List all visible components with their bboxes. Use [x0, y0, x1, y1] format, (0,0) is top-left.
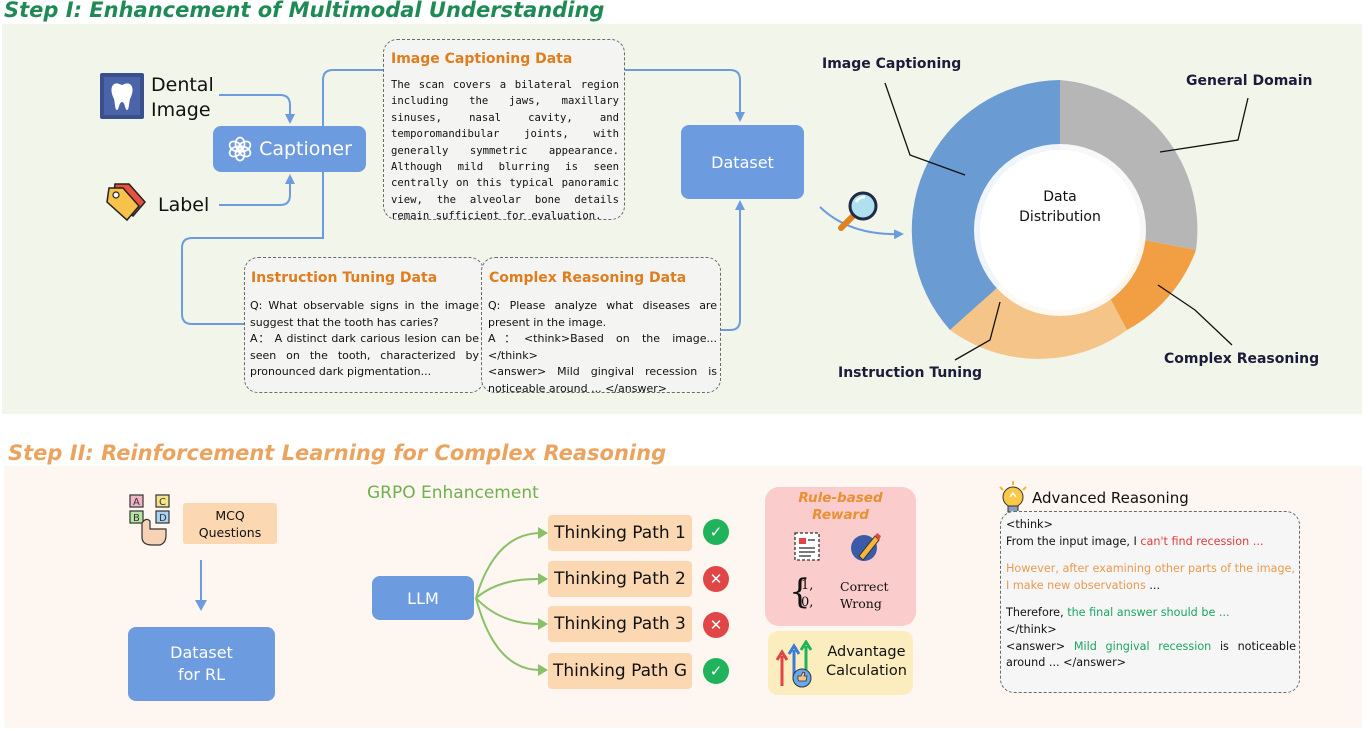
instruction-tuning-q: Q: What observable signs in the image su…	[250, 299, 479, 329]
captioner-label: Captioner	[259, 138, 352, 160]
check-icon: ✓	[703, 519, 729, 545]
captioner-box: Captioner	[213, 126, 366, 172]
llm-branch-arrows	[475, 527, 548, 676]
cross-icon: ✕	[703, 566, 729, 592]
advanced-reasoning-text: <think> From the input image, I can't fi…	[1006, 517, 1296, 672]
reward-brace: {	[789, 572, 811, 612]
ar-line-4: Therefore, the final answer should be ..…	[1006, 606, 1230, 620]
magnifier-icon	[838, 191, 878, 231]
data-distribution-donut	[911, 80, 1198, 359]
cross-icon: ✕	[703, 612, 729, 638]
thinking-path-2: Thinking Path 2	[548, 561, 692, 597]
complex-reasoning-a1: A：<think>Based on the image...</think>	[488, 332, 717, 362]
ar-answer: <answer> Mild gingival recession is noti…	[1006, 639, 1296, 670]
openai-icon	[228, 136, 252, 162]
reward-value-1: 1,	[801, 578, 814, 593]
image-captioning-data-box: Image Captioning Data The scan covers a …	[383, 39, 625, 222]
complex-reasoning-data-box: Complex Reasoning Data Q: Please analyze…	[481, 257, 721, 395]
advanced-reasoning-box: <think> From the input image, I can't fi…	[1000, 511, 1300, 693]
arrows-up-icon	[775, 640, 813, 688]
advantage-label: Advantage Calculation	[826, 644, 907, 679]
grpo-title: GRPO Enhancement	[367, 483, 539, 503]
reward-value-0: 0,	[801, 595, 814, 610]
ar-line-2: From the input image, I can't find reces…	[1006, 534, 1264, 548]
label-general-domain: General Domain	[1186, 73, 1313, 89]
complex-reasoning-text: Q: Please analyze what diseases are pres…	[488, 298, 717, 398]
complex-reasoning-q: Q: Please analyze what diseases are pres…	[488, 299, 717, 329]
thinking-path-g: Thinking Path G	[548, 653, 692, 689]
dataset-label: Dataset	[711, 152, 774, 172]
donut-leader-lines	[884, 82, 1249, 361]
pen-badge-icon	[851, 533, 881, 561]
llm-box: LLM	[372, 576, 474, 620]
mcq-box: MCQ Questions	[183, 503, 277, 544]
document-icon	[794, 532, 820, 561]
rule-based-reward-box: Rule-based Reward { 1, 0, Correct Wrong	[765, 487, 916, 626]
tag-icon	[106, 183, 146, 222]
advantage-box: Advantage Calculation	[768, 631, 913, 695]
step1-connectors	[181, 69, 904, 331]
dental-image-label: Dental Image	[151, 74, 214, 121]
reward-title: Rule-based Reward	[798, 490, 883, 523]
instruction-tuning-text: Q: What observable signs in the image su…	[250, 298, 479, 381]
mcq-to-dataset-arrow	[195, 560, 207, 611]
mcq-label: MCQ Questions	[198, 507, 262, 540]
reward-wrong: Wrong	[840, 596, 882, 611]
step1-title: Step I: Enhancement of Multimodal Unders…	[4, 0, 605, 22]
svg-text:D: D	[159, 513, 167, 524]
lightbulb-icon	[999, 481, 1027, 513]
label-complex-reasoning: Complex Reasoning	[1164, 351, 1320, 367]
thinking-path-3: Thinking Path 3	[548, 606, 692, 642]
donut-seg-general-domain	[1060, 80, 1198, 250]
svg-text:C: C	[159, 497, 166, 508]
label-image-captioning: Image Captioning	[822, 56, 962, 72]
complex-reasoning-title: Complex Reasoning Data	[489, 270, 687, 286]
mcq-icon: A C B D	[129, 494, 170, 546]
ar-line-3: However, after examining other parts of …	[1006, 562, 1295, 592]
dataset-box: Dataset	[681, 125, 804, 199]
ar-think-open: <think>	[1006, 518, 1053, 531]
image-captioning-title: Image Captioning Data	[391, 51, 573, 67]
tooth-xray-icon	[100, 73, 144, 119]
ar-think-close: </think>	[1006, 622, 1057, 636]
dataset-rl-box: Dataset for RL	[128, 627, 275, 701]
donut-center-label: Data Distribution	[1019, 189, 1101, 225]
image-captioning-text: The scan covers a bilateral region inclu…	[391, 79, 619, 223]
instruction-tuning-a: A： A distinct dark carious lesion can be…	[250, 332, 479, 379]
dataset-rl-label: Dataset for RL	[170, 643, 233, 684]
step2-title: Step II: Reinforcement Learning for Comp…	[8, 441, 667, 465]
reward-correct: Correct	[840, 579, 889, 594]
instruction-tuning-data-box: Instruction Tuning Data Q: What observab…	[244, 257, 484, 393]
complex-reasoning-a2: <answer> Mild gingival recession is noti…	[488, 365, 717, 395]
check-icon: ✓	[703, 658, 729, 684]
thinking-path-1: Thinking Path 1	[548, 515, 692, 551]
svg-text:B: B	[133, 513, 140, 524]
svg-text:A: A	[133, 497, 140, 508]
llm-label: LLM	[407, 588, 439, 608]
label-instruction-tuning: Instruction Tuning	[838, 365, 983, 381]
instruction-tuning-title: Instruction Tuning Data	[251, 270, 438, 286]
advanced-reasoning-title: Advanced Reasoning	[1032, 489, 1189, 507]
label-label: Label	[158, 194, 210, 216]
